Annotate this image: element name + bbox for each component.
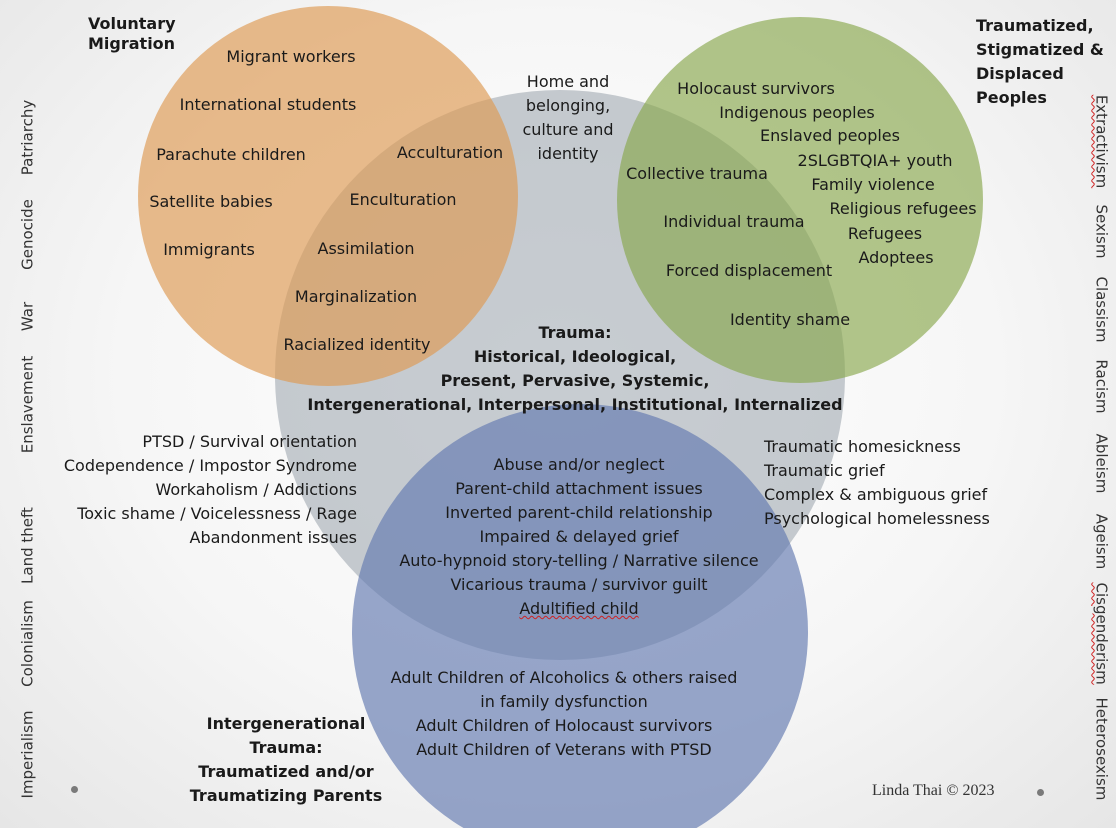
displaced-overlap-item: Forced displacement	[665, 261, 833, 280]
voluntary-item: Migrant workers	[226, 47, 356, 66]
displaced-item: Adoptees	[858, 248, 934, 267]
left-vertical-label: Patriarchy	[18, 99, 37, 176]
center-effects-list: Abuse and/or neglect Parent-child attach…	[399, 453, 758, 621]
intergenerational-trauma-circle	[352, 404, 808, 828]
voluntary-item: Parachute children	[156, 145, 306, 164]
center-effect: Auto-hypnoid story-telling / Narrative s…	[399, 551, 759, 570]
overlap-item: Racialized identity	[283, 335, 431, 354]
voluntary-item: International students	[179, 95, 357, 114]
right-effect: Psychological homelessness	[764, 509, 990, 528]
left-effect: PTSD / Survival orientation	[142, 432, 357, 451]
left-effect: Workaholism / Addictions	[155, 480, 357, 499]
center-effect: Parent-child attachment issues	[455, 479, 703, 498]
decorative-dot	[71, 786, 78, 793]
adult-children-line: Adult Children of Veterans with PTSD	[416, 740, 712, 759]
displaced-item: Refugees	[847, 224, 923, 243]
displaced-item: 2SLGBTQIA+ youth	[797, 151, 953, 170]
displaced-peoples-circle	[617, 17, 983, 383]
center-effect: Vicarious trauma / survivor guilt	[450, 575, 708, 594]
trauma-heading: Trauma: Historical, Ideological, Present…	[307, 321, 842, 417]
right-effects-list: Traumatic homesickness Traumatic grief C…	[764, 435, 990, 531]
trauma-line: Historical, Ideological,	[473, 347, 677, 366]
overlap-item: Assimilation	[317, 239, 415, 258]
displaced-item: Indigenous peoples	[719, 103, 875, 122]
overlap-item: Marginalization	[294, 287, 418, 306]
right-vertical-label: Ageism	[1092, 513, 1111, 570]
displaced-overlap-item: Individual trauma	[663, 212, 805, 231]
intergenerational-title-line: Intergenerational	[206, 714, 366, 733]
displaced-title-line: Traumatized,	[976, 16, 1094, 35]
left-vertical-label: Colonialism	[18, 600, 37, 687]
home-line: belonging,	[525, 96, 611, 115]
voluntary-title-line: Voluntary	[88, 14, 176, 33]
center-effect: Adultified child	[399, 597, 758, 621]
center-effect: Impaired & delayed grief	[479, 527, 679, 546]
right-effect: Traumatic homesickness	[764, 437, 961, 456]
intergenerational-title-line: Trauma:	[249, 738, 323, 757]
home-line: identity	[537, 144, 599, 163]
intergenerational-title-line: Traumatizing Parents	[189, 786, 383, 805]
voluntary-item: Satellite babies	[149, 192, 273, 211]
adult-children-line: Adult Children of Holocaust survivors	[415, 716, 713, 735]
displaced-title-line: Peoples	[976, 88, 1047, 107]
overlap-item: Enculturation	[349, 190, 457, 209]
displaced-item: Religious refugees	[829, 199, 977, 218]
left-effect: Abandonment issues	[189, 528, 358, 547]
displaced-item: Family violence	[811, 175, 935, 194]
decorative-dot	[1037, 789, 1044, 796]
left-effect: Codependence / Impostor Syndrome	[63, 456, 357, 475]
right-vertical-label: Cisgenderism	[1092, 582, 1111, 685]
left-vertical-label: Imperialism	[18, 710, 37, 799]
voluntary-title-line: Migration	[88, 34, 176, 53]
right-effect: Complex & ambiguous grief	[764, 485, 988, 504]
displaced-title-line: Stigmatized &	[976, 40, 1104, 59]
left-vertical-label: Enslavement	[18, 355, 37, 454]
trauma-line: Intergenerational, Interpersonal, Instit…	[307, 395, 843, 414]
overlap-item: Acculturation	[396, 143, 504, 162]
home-line: culture and	[522, 120, 614, 139]
left-effects-list: PTSD / Survival orientation Codependence…	[64, 430, 357, 550]
adult-children-list: Adult Children of Alcoholics & others ra…	[391, 666, 738, 762]
voluntary-item: Immigrants	[163, 240, 255, 259]
displaced-item: Holocaust survivors	[677, 79, 835, 98]
home-line: Home and	[526, 72, 610, 91]
left-vertical-label: Land theft	[18, 507, 37, 584]
trauma-line: Present, Pervasive, Systemic,	[440, 371, 710, 390]
displaced-overlap-item: Collective trauma	[626, 164, 768, 183]
right-vertical-label: Extractivism	[1092, 92, 1111, 192]
signature: Linda Thai © 2023	[872, 782, 995, 799]
left-effect: Toxic shame / Voicelessness / Rage	[77, 504, 357, 523]
adult-children-line: in family dysfunction	[480, 692, 648, 711]
displaced-title-line: Displaced	[976, 64, 1064, 83]
left-vertical-label: War	[18, 301, 37, 332]
displaced-item: Enslaved peoples	[760, 126, 900, 145]
cisgenderism-label: Cisgenderism	[1092, 582, 1111, 685]
trauma-line: Trauma:	[538, 323, 612, 342]
intergenerational-trauma-title: Intergenerational Trauma: Traumatized an…	[190, 712, 382, 808]
adult-children-line: Adult Children of Alcoholics & others ra…	[390, 668, 738, 687]
displaced-peoples-title: Traumatized, Stigmatized & Displaced Peo…	[976, 14, 1104, 110]
extractivism-label: Extractivism	[1092, 94, 1111, 189]
voluntary-migration-title: Voluntary Migration	[88, 14, 176, 54]
intergenerational-title-line: Traumatized and/or	[198, 762, 374, 781]
right-vertical-label: Heterosexism	[1092, 697, 1111, 801]
displaced-overlap-item: Identity shame	[729, 310, 851, 329]
right-effect: Traumatic grief	[764, 461, 885, 480]
center-effect: Abuse and/or neglect	[493, 455, 665, 474]
home-belonging-text: Home and belonging, culture and identity	[522, 70, 613, 166]
voluntary-migration-circle	[138, 6, 518, 386]
adultified-child-text: Adultified child	[519, 599, 639, 618]
center-effect: Inverted parent-child relationship	[445, 503, 713, 522]
